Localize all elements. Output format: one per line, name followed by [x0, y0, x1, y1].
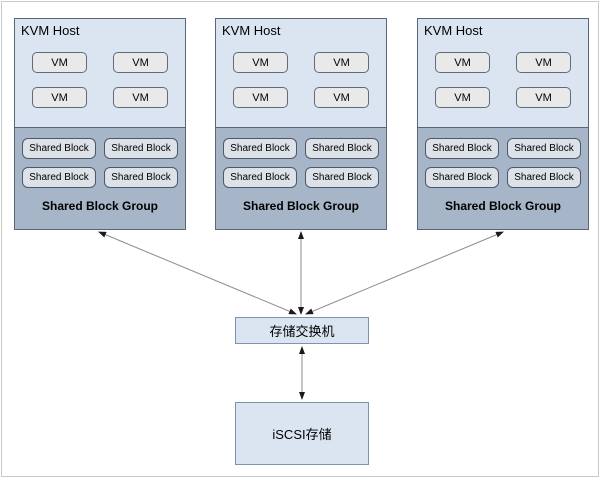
shared-block-box: Shared Block: [104, 138, 178, 159]
vm-box: VM: [314, 52, 369, 73]
vm-box: VM: [113, 52, 168, 73]
shared-block-box: Shared Block: [104, 167, 178, 188]
vm-box: VM: [516, 87, 571, 108]
shared-block-box: Shared Block: [425, 167, 499, 188]
host-title: KVM Host: [424, 23, 483, 38]
kvm-host-box-1: KVM Host VM VM VM VM Shared Block Shared…: [14, 18, 186, 230]
vm-grid: VM VM VM VM: [15, 52, 185, 108]
shared-block-box: Shared Block: [305, 138, 379, 159]
host-vm-section: KVM Host VM VM VM VM: [15, 19, 185, 127]
shared-block-box: Shared Block: [22, 138, 96, 159]
shared-block-box: Shared Block: [507, 167, 581, 188]
kvm-host-box-2: KVM Host VM VM VM VM Shared Block Shared…: [215, 18, 387, 230]
vm-box: VM: [314, 87, 369, 108]
shared-block-grid: Shared Block Shared Block Shared Block S…: [425, 138, 581, 188]
vm-box: VM: [516, 52, 571, 73]
shared-block-box: Shared Block: [223, 167, 297, 188]
host-vm-section: KVM Host VM VM VM VM: [418, 19, 588, 127]
vm-box: VM: [32, 52, 87, 73]
shared-block-group-section: Shared Block Shared Block Shared Block S…: [216, 127, 386, 229]
kvm-host-box-3: KVM Host VM VM VM VM Shared Block Shared…: [417, 18, 589, 230]
shared-block-grid: Shared Block Shared Block Shared Block S…: [223, 138, 379, 188]
shared-block-grid: Shared Block Shared Block Shared Block S…: [22, 138, 178, 188]
arrow-host3-to-switch: [305, 231, 504, 315]
shared-block-group-section: Shared Block Shared Block Shared Block S…: [418, 127, 588, 229]
vm-box: VM: [32, 87, 87, 108]
shared-block-box: Shared Block: [305, 167, 379, 188]
shared-block-box: Shared Block: [425, 138, 499, 159]
shared-block-box: Shared Block: [507, 138, 581, 159]
iscsi-storage-box: iSCSI存储: [235, 402, 369, 465]
shared-block-group-section: Shared Block Shared Block Shared Block S…: [15, 127, 185, 229]
shared-block-group-label: Shared Block Group: [41, 199, 159, 213]
shared-block-box: Shared Block: [22, 167, 96, 188]
host-title: KVM Host: [21, 23, 80, 38]
shared-block-group-label: Shared Block Group: [444, 199, 562, 213]
vm-grid: VM VM VM VM: [216, 52, 386, 108]
vm-grid: VM VM VM VM: [418, 52, 588, 108]
vm-box: VM: [435, 52, 490, 73]
vm-box: VM: [233, 52, 288, 73]
shared-block-group-label: Shared Block Group: [242, 199, 360, 213]
host-vm-section: KVM Host VM VM VM VM: [216, 19, 386, 127]
arrow-host1-to-switch: [98, 231, 297, 315]
shared-block-box: Shared Block: [223, 138, 297, 159]
vm-box: VM: [435, 87, 490, 108]
vm-box: VM: [113, 87, 168, 108]
vm-box: VM: [233, 87, 288, 108]
host-title: KVM Host: [222, 23, 281, 38]
storage-switch-box: 存储交换机: [235, 317, 369, 344]
